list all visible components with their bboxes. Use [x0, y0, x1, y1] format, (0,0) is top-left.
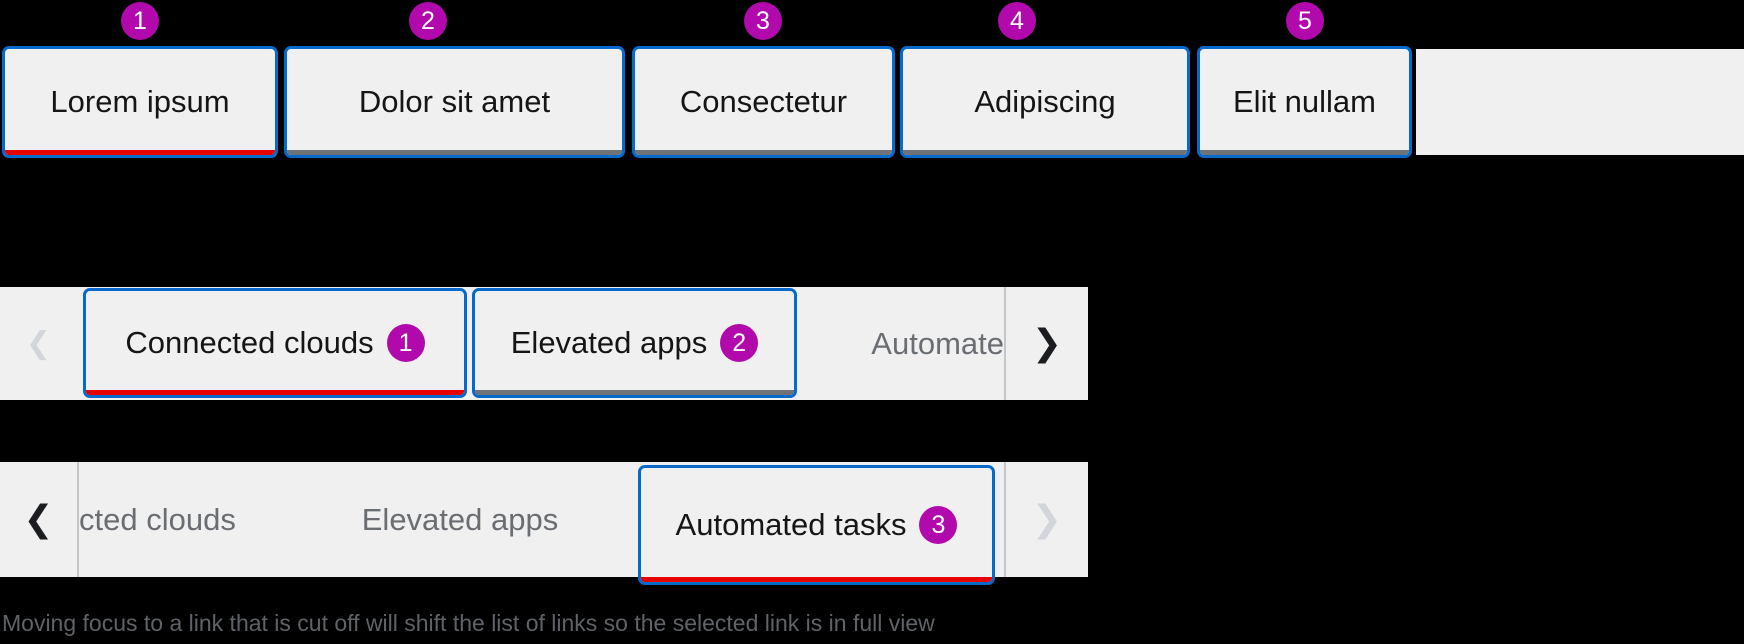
scroll-left-button[interactable]: ❮ [0, 462, 77, 577]
tab-label: Lorem ipsum [50, 84, 230, 119]
tab-bar-empty-area [1416, 49, 1744, 155]
active-tab-indicator [641, 577, 992, 582]
tab-connected-clouds[interactable]: Connected clouds 1 [83, 288, 467, 398]
inactive-tab-underline [1200, 150, 1409, 155]
tab-label: Adipiscing [974, 84, 1116, 119]
tab-label: Dolor sit amet [358, 84, 551, 119]
annotation-badge-3: 3 [744, 2, 782, 40]
tab-label: Connected clouds [125, 325, 374, 360]
tab-label: Elevated apps [510, 325, 708, 360]
tab-label: Elit nullam [1233, 84, 1376, 119]
annotation-badge-2: 2 [409, 2, 447, 40]
annotation-badge-4: 4 [998, 2, 1036, 40]
scroll-divider [77, 462, 79, 577]
tab-automated-tasks-cut-off[interactable]: Automate [797, 287, 1004, 400]
tab-automated-tasks[interactable]: Automated tasks 3 [638, 465, 995, 585]
inactive-tab-underline [475, 390, 794, 395]
scroll-right-button[interactable]: ❯ [1006, 462, 1088, 577]
chevron-left-icon: ❮ [23, 498, 54, 540]
chevron-right-icon: ❯ [1031, 498, 1063, 540]
inactive-tab-underline [903, 150, 1187, 155]
annotation-badge-2: 2 [720, 324, 759, 362]
inactive-tab-underline [287, 150, 622, 155]
overflow-tab-bar-2: ❮ cted clouds Elevated apps Automated ta… [0, 462, 1088, 585]
inactive-tab-underline [635, 150, 892, 155]
chevron-left-icon: ❮ [25, 325, 52, 361]
tab-elit-nullam[interactable]: Elit nullam [1197, 46, 1412, 158]
scroll-left-button[interactable]: ❮ [0, 287, 77, 400]
chevron-right-icon: ❯ [1031, 322, 1063, 364]
caption-text: Moving focus to a link that is cut off w… [2, 610, 935, 636]
overflow-tab-bar-1: ❮ Connected clouds 1 Elevated apps 2 Aut… [0, 287, 1088, 400]
annotation-badge-3: 3 [919, 506, 958, 544]
tab-dolor-sit-amet[interactable]: Dolor sit amet [284, 46, 625, 158]
active-tab-indicator [86, 390, 464, 395]
scroll-right-button[interactable]: ❯ [1006, 287, 1088, 400]
tab-consectetur[interactable]: Consectetur [632, 46, 895, 158]
annotation-badge-5: 5 [1286, 2, 1324, 40]
active-tab-indicator [5, 150, 275, 155]
tab-lorem-ipsum[interactable]: Lorem ipsum [2, 46, 278, 158]
annotation-badge-1: 1 [121, 2, 159, 40]
annotation-badge-1: 1 [386, 324, 425, 362]
tab-label: cted clouds [79, 501, 236, 537]
scroll-divider [1004, 462, 1006, 577]
tab-label: Elevated apps [361, 501, 559, 537]
tab-connected-clouds-cut-off[interactable]: cted clouds [79, 462, 236, 577]
scroll-divider [1004, 287, 1006, 400]
tab-label: Consectetur [679, 84, 848, 119]
tab-label: Automated tasks [675, 507, 907, 542]
tab-elevated-apps[interactable]: Elevated apps [340, 462, 580, 577]
tab-label: Automate [871, 325, 1004, 361]
tab-adipiscing[interactable]: Adipiscing [900, 46, 1190, 158]
tab-elevated-apps[interactable]: Elevated apps 2 [472, 288, 797, 398]
